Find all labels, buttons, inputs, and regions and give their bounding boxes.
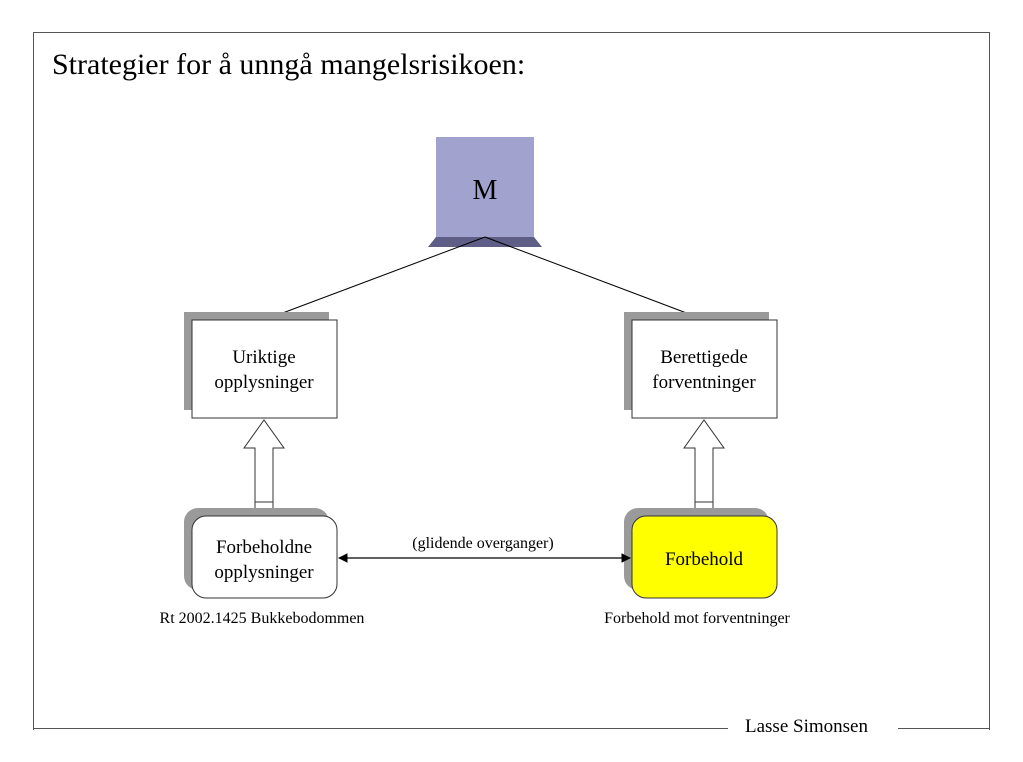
node-m-label: M <box>473 175 498 206</box>
node-forbehold: Forbehold <box>624 508 778 599</box>
node-m-shadow <box>428 237 542 247</box>
node-forbeholdne-line2: opplysninger <box>214 562 314 583</box>
node-berettigede-line2: forventninger <box>652 372 756 393</box>
caption-right: Forbehold mot forventninger <box>604 610 790 627</box>
footer-author: Lasse Simonsen <box>745 716 868 737</box>
node-berettigede-forventninger: Berettigede forventninger <box>624 312 778 419</box>
node-uriktige-opplysninger: Uriktige opplysninger <box>184 312 338 419</box>
footer-line-left <box>33 728 728 729</box>
footer-line-right <box>898 728 989 729</box>
node-berettigede-line1: Berettigede <box>660 347 748 368</box>
node-m-box <box>436 137 534 237</box>
node-uriktige-line1: Uriktige <box>232 347 295 368</box>
arrow-up-right <box>683 419 725 517</box>
arrow-up-left <box>243 419 285 517</box>
link-m-right <box>484 236 706 321</box>
node-forbehold-label: Forbehold <box>665 549 744 570</box>
node-uriktige-line2: opplysninger <box>214 372 314 393</box>
arrow-up-left-body <box>243 419 285 503</box>
link-m-left <box>263 236 486 321</box>
node-forbehold-box <box>631 515 778 599</box>
slide-title: Strategier for å unngå mangelsrisikoen: <box>52 48 526 81</box>
arrow-up-right-body <box>683 419 725 503</box>
slide-frame <box>33 32 990 730</box>
node-forbeholdne-line1: Forbeholdne <box>216 537 312 558</box>
node-forbeholdne-opplysninger: Forbeholdne opplysninger <box>184 508 338 599</box>
caption-left: Rt 2002.1425 Bukkebodommen <box>160 610 365 627</box>
node-forbeholdne-box <box>191 515 338 599</box>
connector-label: (glidende overganger) <box>412 535 553 552</box>
node-berettigede-box <box>631 319 778 419</box>
node-uriktige-box <box>191 319 338 419</box>
node-m: M <box>428 137 542 247</box>
